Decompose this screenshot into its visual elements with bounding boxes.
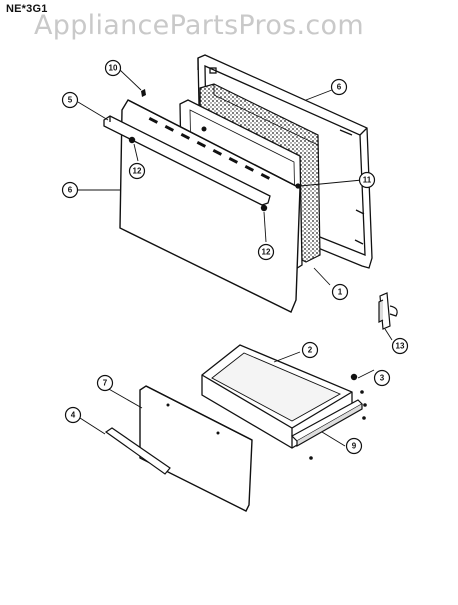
callout-label: 13 [396,342,405,351]
callout-label: 10 [109,64,118,73]
callout-label: 2 [308,346,313,355]
callout-label: 5 [68,96,73,105]
callout-label: 6 [68,186,73,195]
site-watermark: AppliancePartsPros.com [34,10,364,41]
rail-screws [309,373,367,460]
callout-markers [61,59,409,455]
callout-label: 6 [337,83,342,92]
callout-label: 12 [262,248,271,257]
handle-screws [128,89,301,212]
drawer-front-panel [139,385,253,512]
door-handle [103,115,271,206]
callout-label: 9 [352,442,357,451]
callout-label: 3 [380,374,385,383]
callout-label: 7 [103,379,108,388]
model-code: NE*3G1 [6,3,48,15]
drawer-handle [104,427,171,475]
callout-label: 11 [363,176,372,185]
callout-label: 12 [133,167,142,176]
drawer-slide-rail [291,399,363,448]
callout-label: 1 [338,288,343,297]
door-hinge [378,292,398,330]
callout-label: 4 [71,411,76,420]
